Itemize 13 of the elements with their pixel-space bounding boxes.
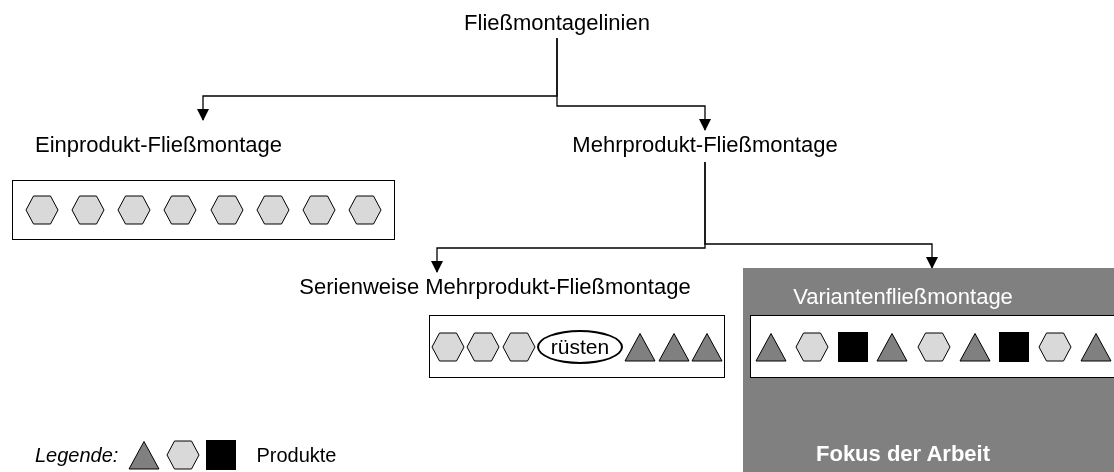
highlight-panel — [743, 268, 1114, 472]
connector-arrow — [556, 37, 711, 131]
node-text: rüsten — [550, 336, 610, 357]
node-heading: Einprodukt-Fließmontage — [34, 131, 283, 159]
legend-title: Legende: — [35, 443, 119, 468]
connector-arrow — [704, 161, 938, 269]
panel-heading: Variantenfließmontage — [792, 283, 1014, 311]
title-text: Fließmontagelinien — [464, 9, 650, 37]
panel-footer-text: Fokus der Arbeit — [815, 440, 991, 468]
legend-text: Produkte — [256, 443, 337, 468]
ellipse-node — [536, 329, 624, 364]
node-heading: Serienweise Mehrprodukt-Fließmontage — [298, 273, 692, 301]
node-heading: Mehrprodukt-Fließmontage — [572, 131, 838, 159]
